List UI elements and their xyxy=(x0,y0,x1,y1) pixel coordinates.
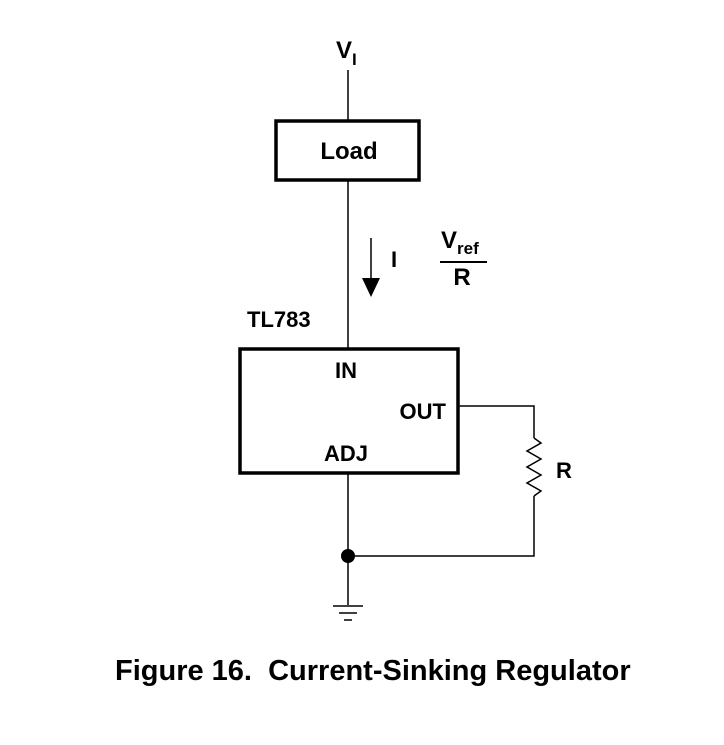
regulator-box xyxy=(238,347,460,475)
figure-caption: Figure 16. Current-Sinking Regulator xyxy=(115,655,631,687)
supply-label: VI xyxy=(336,37,357,69)
resistor-label: R xyxy=(556,458,572,483)
load-label: Load xyxy=(320,138,377,165)
supply-subscript: I xyxy=(352,50,357,69)
wire-out-to-resistor xyxy=(458,405,535,438)
formula-numerator: Vref xyxy=(441,227,479,258)
pin-out-label: OUT xyxy=(400,399,447,424)
current-label: I xyxy=(391,247,397,272)
supply-symbol: V xyxy=(336,37,352,64)
ground-icon xyxy=(333,605,363,621)
wire-resistor-to-junction xyxy=(348,496,535,557)
current-arrow-head xyxy=(362,278,380,297)
pin-adj-label: ADJ xyxy=(324,441,368,466)
formula-numerator-symbol: V xyxy=(441,227,457,254)
formula-denominator: R xyxy=(453,264,470,291)
pin-in-label: IN xyxy=(335,358,357,383)
regulator-part-number: TL783 xyxy=(247,307,311,332)
resistor-symbol xyxy=(525,437,543,497)
formula-numerator-subscript: ref xyxy=(457,239,479,258)
